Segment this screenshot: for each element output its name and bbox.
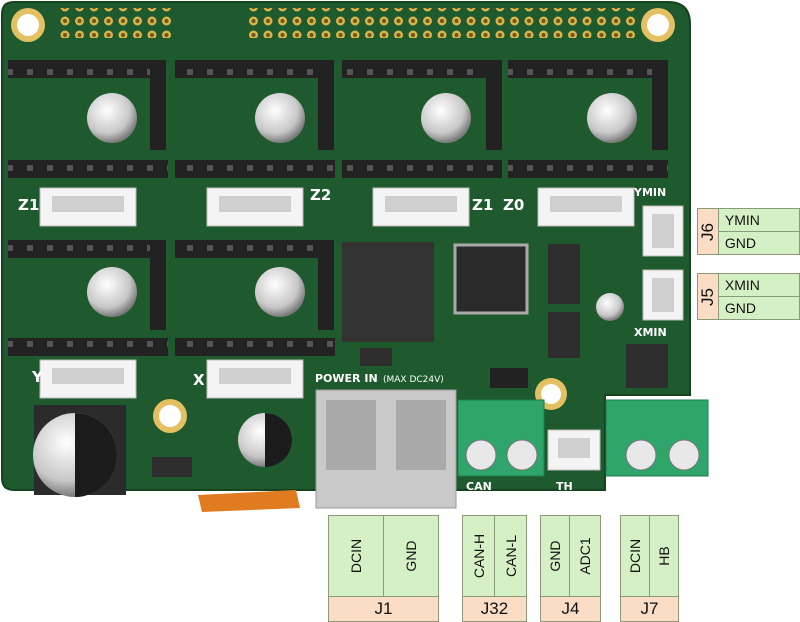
connector-label-j5: J5 XMIN GND bbox=[697, 273, 800, 320]
fuse bbox=[152, 457, 192, 477]
gpio-header-right bbox=[248, 8, 638, 38]
jumper bbox=[490, 368, 528, 388]
connector-label-j1: DCIN GND J1 bbox=[328, 515, 439, 622]
pin-label: GND bbox=[403, 540, 419, 572]
connector-name: J6 bbox=[697, 222, 717, 241]
pin-header bbox=[175, 338, 335, 356]
ic-chip bbox=[453, 243, 529, 315]
pin-label: XMIN bbox=[724, 277, 760, 293]
silk-hb-label: HB bbox=[628, 480, 646, 493]
capacitor bbox=[87, 267, 137, 317]
capacitor bbox=[587, 93, 637, 143]
pin-header bbox=[8, 160, 168, 178]
pin-header bbox=[8, 60, 158, 78]
silk-power-in-label: POWER IN bbox=[315, 372, 378, 385]
pin-header bbox=[508, 60, 658, 78]
pin-header bbox=[652, 60, 668, 150]
mounting-hole bbox=[641, 8, 675, 42]
gpio-header-left bbox=[58, 8, 176, 38]
diode bbox=[360, 348, 392, 366]
silk-power-note: (MAX DC24V) bbox=[383, 375, 444, 385]
capacitor bbox=[421, 93, 471, 143]
pin-label: ADC1 bbox=[577, 537, 593, 575]
pin-header bbox=[8, 338, 168, 356]
silk-axis-label: Z0 bbox=[503, 196, 524, 214]
silk-axis-label: Z1 bbox=[18, 196, 39, 214]
pin-header bbox=[8, 240, 158, 258]
orange-component bbox=[198, 490, 300, 512]
ic-chip bbox=[548, 312, 580, 358]
capacitor bbox=[255, 267, 305, 317]
pin-header bbox=[150, 240, 166, 330]
pin-header bbox=[318, 60, 334, 150]
silk-axis-label: Z2 bbox=[310, 186, 331, 204]
silk-can-label: CAN bbox=[466, 480, 492, 493]
pin-header bbox=[175, 240, 325, 258]
connector-label-j4: GND ADC1 J4 bbox=[540, 515, 601, 622]
pin-label: DCIN bbox=[348, 538, 364, 574]
pin-header bbox=[342, 160, 502, 178]
capacitor bbox=[255, 93, 305, 143]
ic-chip bbox=[342, 242, 434, 342]
silk-xmin-label: XMIN bbox=[634, 326, 667, 339]
connector-label-j32: CAN-H CAN-L J32 bbox=[462, 515, 527, 622]
pin-header bbox=[486, 60, 502, 150]
silk-axis-label: X bbox=[193, 371, 205, 389]
pin-header bbox=[175, 160, 335, 178]
pin-label: HB bbox=[656, 546, 672, 566]
ic-chip bbox=[626, 344, 668, 388]
ic-chip bbox=[548, 244, 580, 304]
silk-th-label: TH bbox=[556, 480, 573, 493]
pin-header bbox=[508, 160, 668, 178]
capacitor bbox=[596, 293, 624, 321]
pin-label: CAN-H bbox=[470, 533, 487, 579]
connector-label-j6: J6 YMIN GND bbox=[697, 208, 800, 255]
pin-header bbox=[318, 240, 334, 330]
silk-ymin-label: YMIN bbox=[633, 186, 666, 199]
pin-label: CAN-L bbox=[502, 534, 519, 578]
capacitor bbox=[87, 93, 137, 143]
connector-name: J5 bbox=[697, 287, 717, 306]
pin-header bbox=[342, 60, 492, 78]
pin-label: GND bbox=[724, 300, 757, 316]
pin-label: GND bbox=[547, 540, 563, 572]
pin-label: DCIN bbox=[627, 538, 643, 574]
silk-axis-label: Z1 bbox=[472, 196, 493, 214]
pin-header bbox=[175, 60, 325, 78]
pin-header bbox=[150, 60, 166, 150]
silk-axis-label: Y bbox=[31, 368, 44, 386]
pin-label: GND bbox=[724, 235, 757, 251]
pin-label: YMIN bbox=[724, 212, 760, 228]
connector-label-j7: DCIN HB J7 bbox=[620, 515, 679, 622]
mounting-hole bbox=[153, 399, 187, 433]
mounting-hole bbox=[11, 8, 45, 42]
